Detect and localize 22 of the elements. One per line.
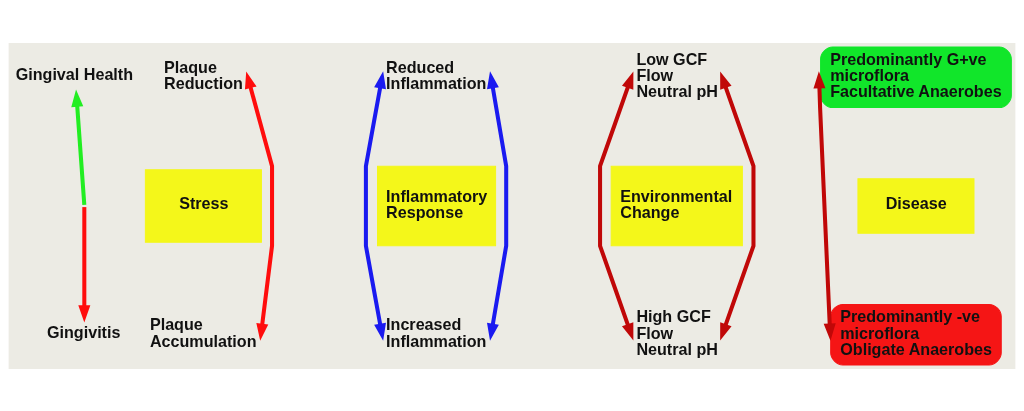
node-box: Predominantly -ve microflora Obligate Anaerobes: [830, 303, 1002, 365]
arrow: [363, 70, 386, 341]
node-text: Gingival Health: [15, 64, 134, 83]
node-text: Plaque Reduction: [164, 57, 243, 92]
node-box: Disease: [857, 177, 975, 234]
node-box: Environmental Change: [610, 165, 743, 246]
arrow: [487, 70, 509, 341]
arrow: [78, 206, 91, 322]
arrow: [598, 71, 634, 340]
node-text: Gingivitis: [46, 322, 121, 341]
arrow: [720, 71, 756, 340]
node-box: Predominantly G+ve microflora Facultative Anaerobes: [820, 46, 1012, 108]
arrow: [813, 70, 836, 341]
arrow: [244, 70, 275, 341]
node-box: Inflammatory Response: [377, 165, 497, 246]
node-text: Increased Inflammation: [386, 314, 487, 350]
node-text: Reduced Inflammation: [386, 57, 487, 92]
node-text: Low GCF Flow Neutral pH: [636, 49, 718, 100]
node-text: Plaque Accumulation: [149, 314, 257, 350]
node-box: Stress: [144, 168, 262, 243]
node-text: High GCF Flow Neutral pH: [636, 306, 718, 358]
arrow: [71, 89, 87, 205]
